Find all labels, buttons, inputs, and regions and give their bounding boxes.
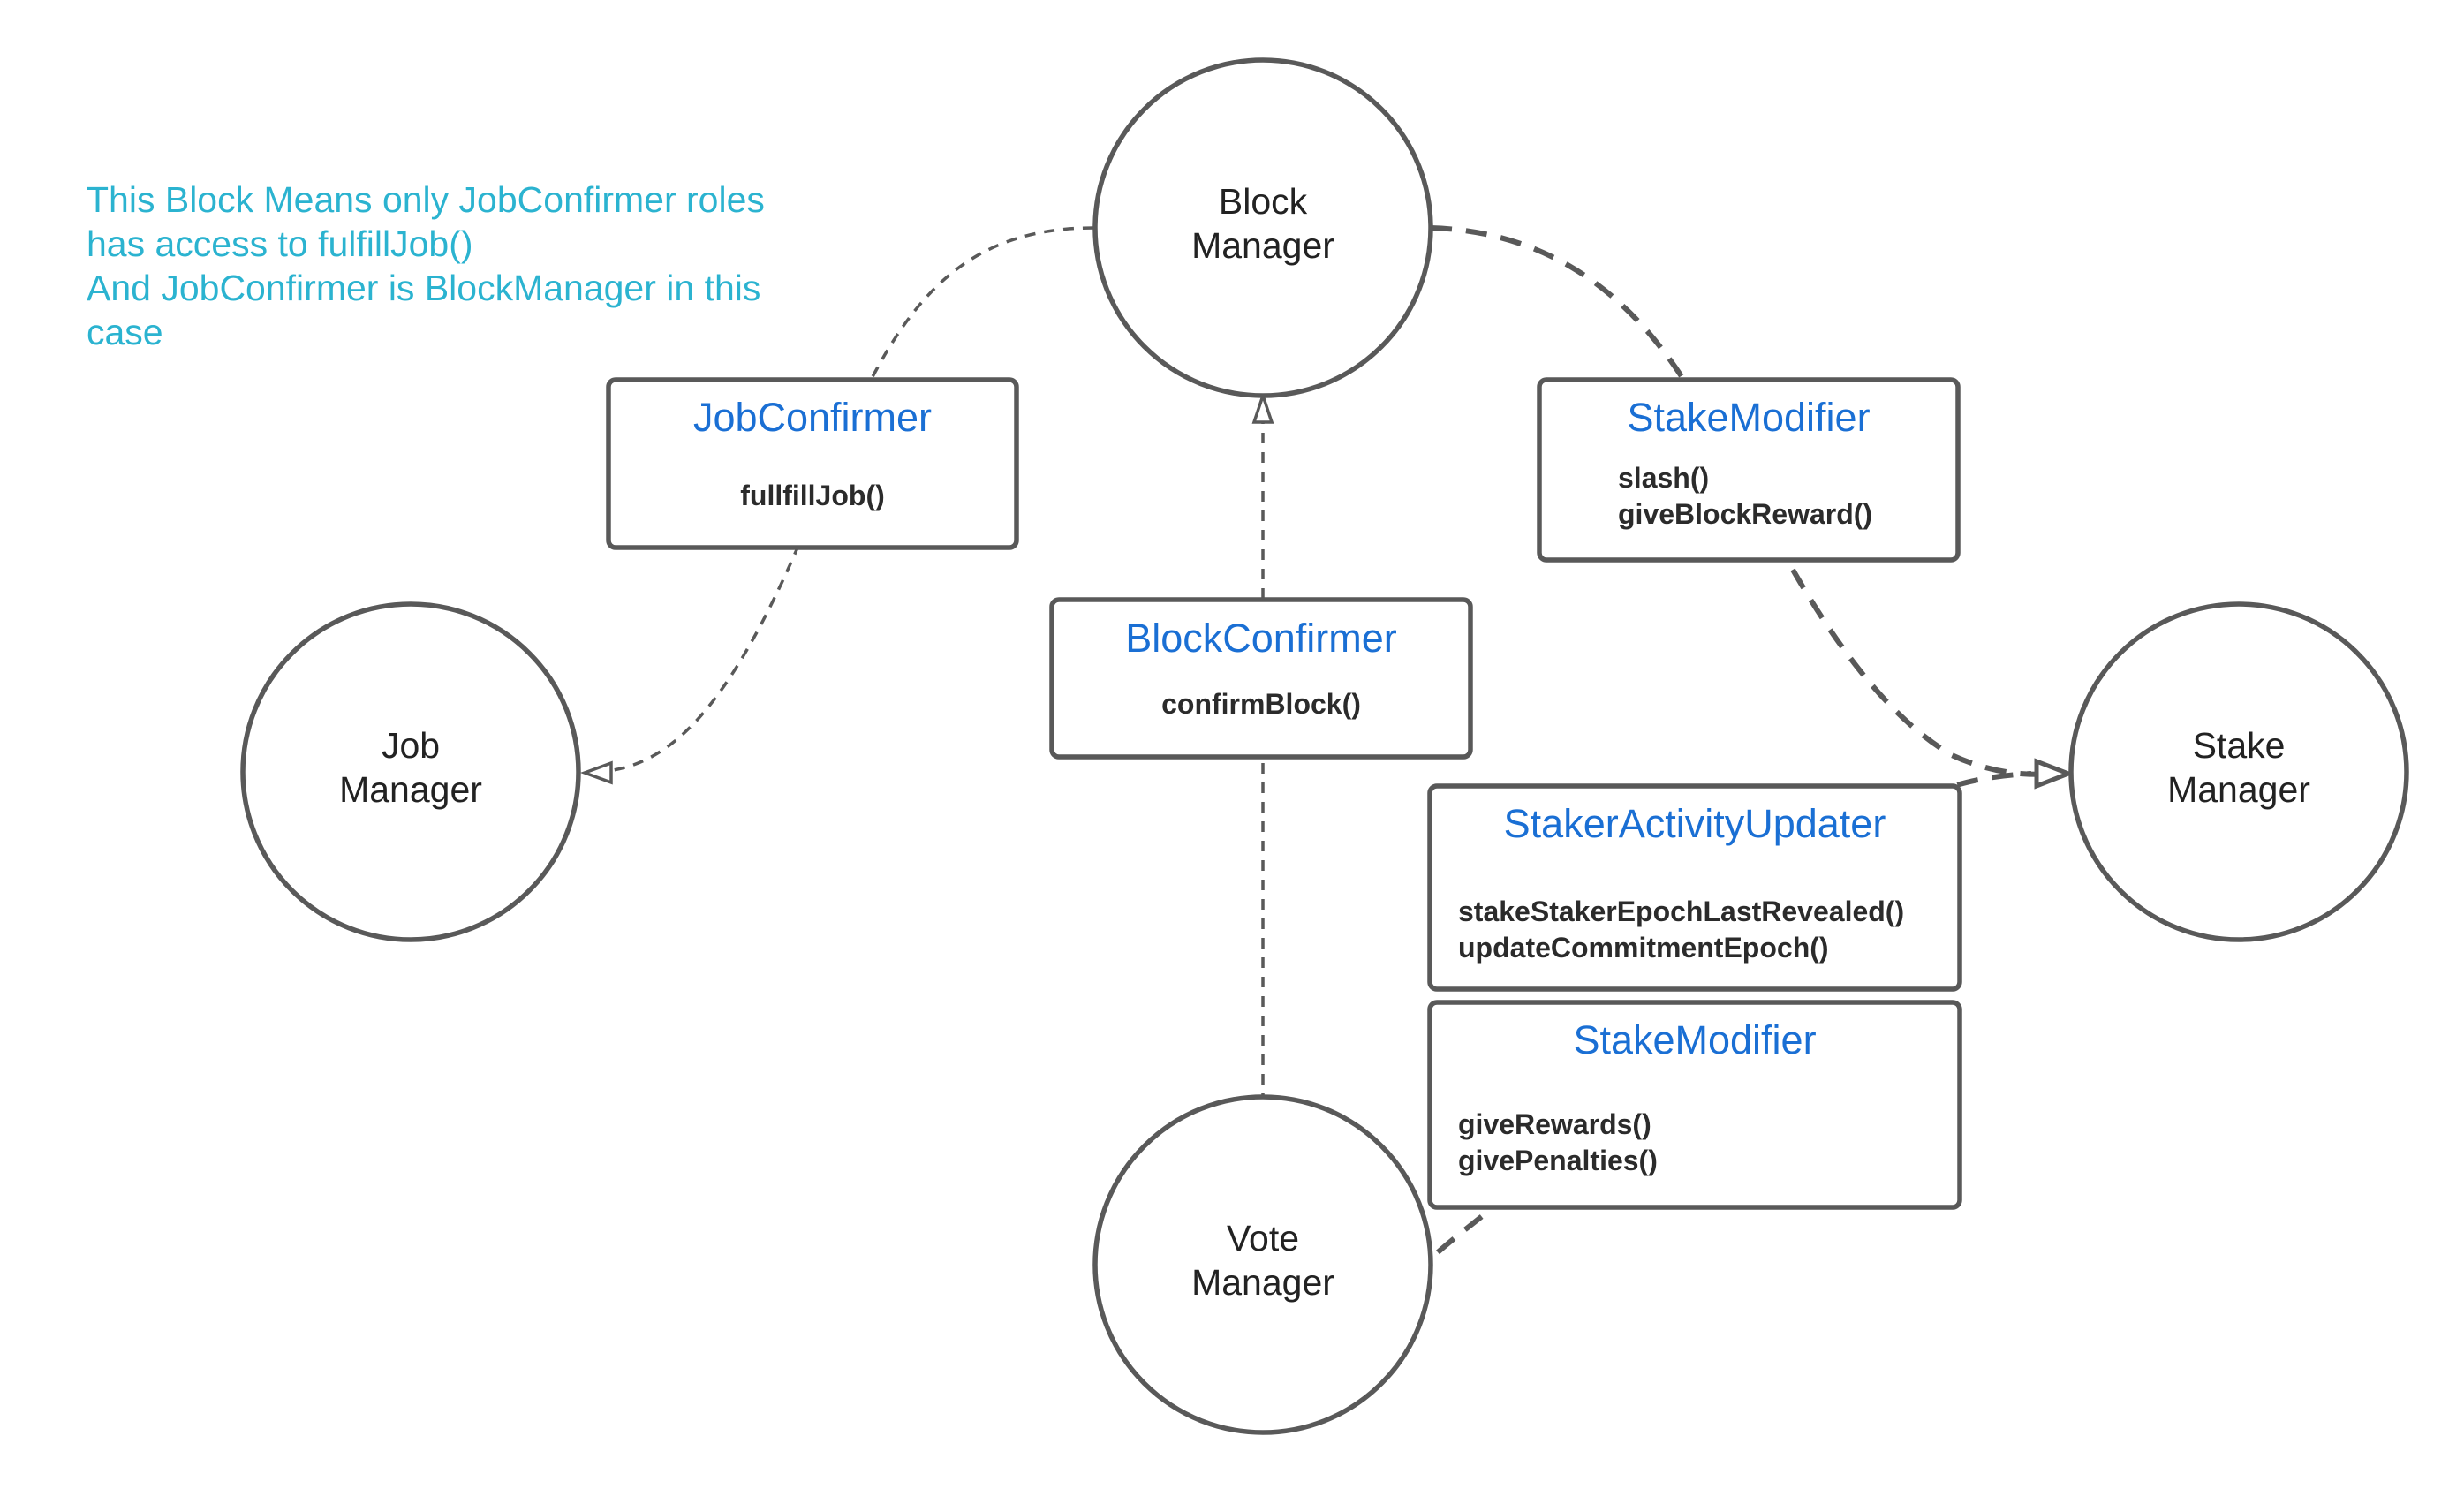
- box-stake-modifier-bottom-frame: [1427, 1000, 1962, 1210]
- annotation-note-line-2: has access to fulfillJob(): [87, 223, 473, 264]
- box-block-confirmer-frame: [1049, 597, 1473, 760]
- edge-block-to-job-manager: [596, 226, 1094, 774]
- node-block-manager-label-line2: Manager: [1191, 225, 1334, 266]
- box-block-confirmer-title: BlockConfirmer: [1125, 616, 1397, 661]
- node-stake-manager-label-line1: Stake: [2193, 725, 2286, 766]
- annotation-note-line-4: case: [87, 312, 163, 352]
- box-staker-activity-updater-frame: [1427, 783, 1962, 992]
- node-job-manager-label-line1: Job: [382, 725, 440, 766]
- annotation-note: This Block Means only JobConfirmer roles…: [87, 179, 765, 352]
- box-stake-modifier-bottom-method-1: giveRewards(): [1458, 1108, 1651, 1140]
- box-stake-modifier-top-method-1: slash(): [1618, 462, 1709, 494]
- edge-block-to-job-arrowhead: [579, 760, 613, 785]
- node-job-manager-label-line2: Manager: [339, 769, 482, 810]
- box-staker-activity-updater-method-1: stakeStakerEpochLastRevealed(): [1458, 896, 1904, 927]
- box-job-confirmer[interactable]: JobConfirmer fullfillJob(): [606, 377, 1019, 550]
- node-vote-manager-circle: [1092, 1094, 1433, 1435]
- box-stake-modifier-bottom-method-2: givePenalties(): [1458, 1145, 1658, 1176]
- box-stake-modifier-bottom[interactable]: StakeModifier giveRewards() givePenaltie…: [1427, 1000, 1962, 1210]
- box-staker-activity-updater-title: StakerActivityUpdater: [1504, 801, 1886, 846]
- box-job-confirmer-method: fullfillJob(): [740, 480, 885, 511]
- annotation-note-line-3: And JobConfirmer is BlockManager in this: [87, 268, 760, 308]
- node-vote-manager[interactable]: Vote Manager: [1092, 1094, 1433, 1435]
- node-vote-manager-label-line1: Vote: [1227, 1218, 1299, 1258]
- node-block-manager-label-line1: Block: [1219, 181, 1308, 222]
- box-staker-activity-updater-method-2: updateCommitmentEpoch(): [1458, 932, 1829, 964]
- edge-vote-to-block-arrowhead: [1251, 390, 1274, 424]
- annotation-note-line-1: This Block Means only JobConfirmer roles: [87, 179, 765, 220]
- box-block-confirmer-method: confirmBlock(): [1161, 688, 1361, 720]
- node-block-manager[interactable]: Block Manager: [1092, 57, 1433, 398]
- edge-block-to-stake-manager-lower: [1790, 568, 2059, 777]
- node-stake-manager-label-line2: Manager: [2167, 769, 2310, 810]
- box-stake-modifier-top-method-2: giveBlockReward(): [1618, 498, 1872, 530]
- box-block-confirmer[interactable]: BlockConfirmer confirmBlock(): [1049, 597, 1473, 760]
- box-stake-modifier-top[interactable]: StakeModifier slash() giveBlockReward(): [1537, 377, 1961, 563]
- edge-block-to-stake-manager: [1430, 225, 1707, 417]
- node-job-manager-circle: [240, 601, 581, 942]
- node-job-manager[interactable]: Job Manager: [240, 601, 581, 942]
- box-stake-modifier-top-title: StakeModifier: [1627, 395, 1870, 440]
- edge-stake-manager-arrowhead: [2034, 758, 2075, 790]
- box-job-confirmer-title: JobConfirmer: [693, 395, 932, 440]
- node-block-manager-circle: [1092, 57, 1433, 398]
- node-vote-manager-label-line2: Manager: [1191, 1262, 1334, 1303]
- node-stake-manager[interactable]: Stake Manager: [2068, 601, 2409, 942]
- box-job-confirmer-frame: [606, 377, 1019, 550]
- node-stake-manager-circle: [2068, 601, 2409, 942]
- box-staker-activity-updater[interactable]: StakerActivityUpdater stakeStakerEpochLa…: [1427, 783, 1962, 992]
- box-stake-modifier-top-frame: [1537, 377, 1961, 563]
- box-stake-modifier-bottom-title: StakeModifier: [1573, 1017, 1816, 1062]
